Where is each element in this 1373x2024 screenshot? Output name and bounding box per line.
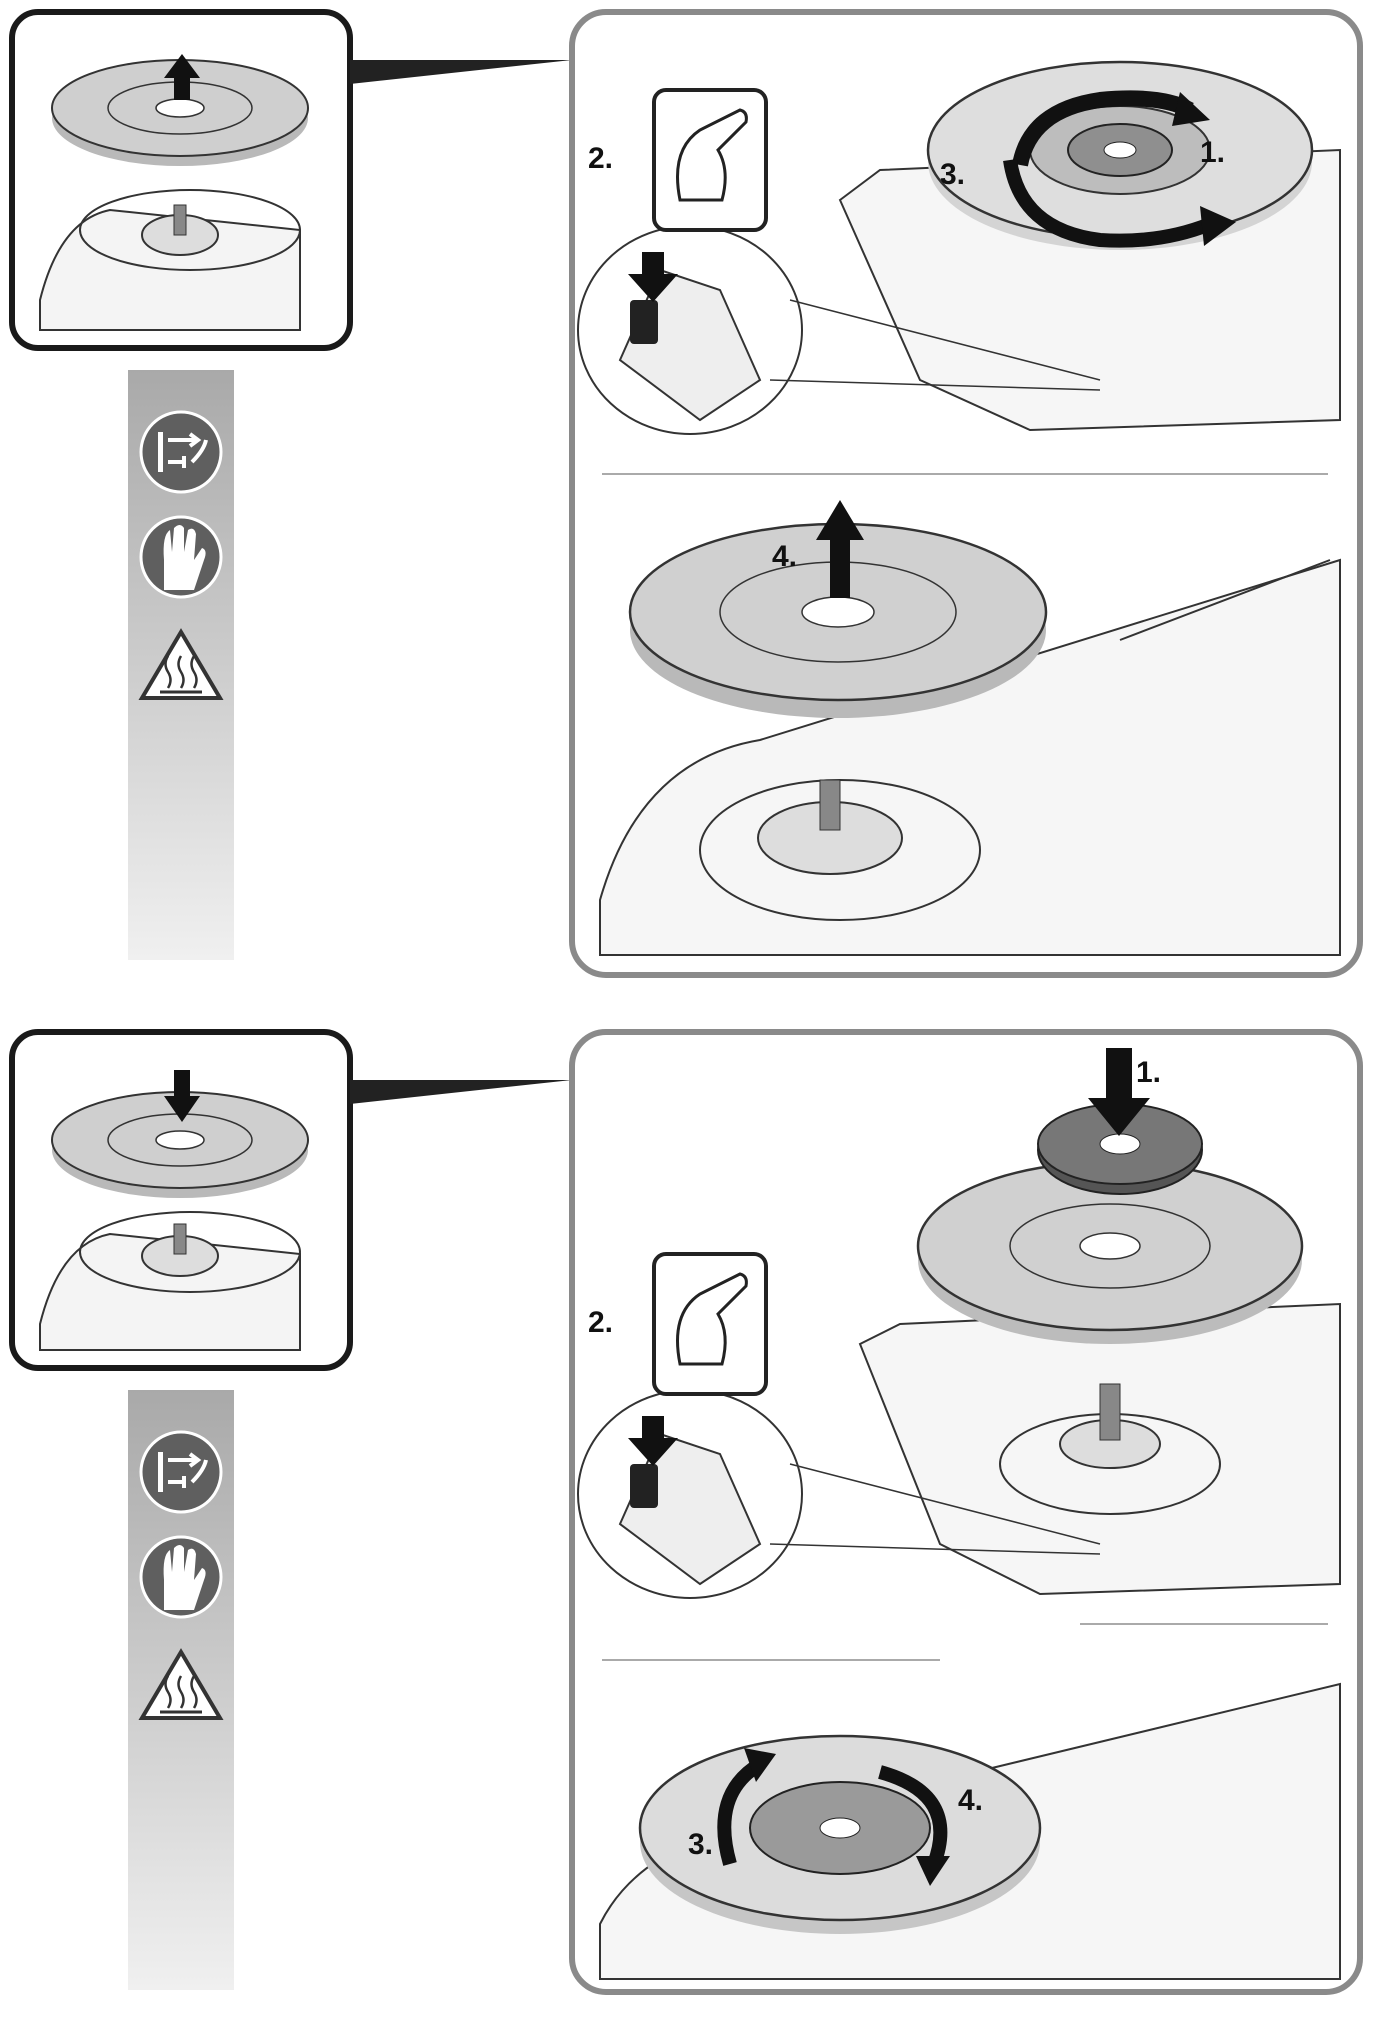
detail-panel: 1. 2. 3. 4.	[569, 1029, 1363, 1995]
down-arrow-icon	[164, 1070, 200, 1122]
overview-thumbnail	[9, 1029, 353, 1371]
down-arrow-icon	[1088, 1048, 1150, 1136]
lift-arrow-icon	[816, 500, 864, 598]
down-arrow-icon	[628, 1416, 678, 1466]
step-3-label: 3.	[940, 158, 965, 191]
unplug-icon	[139, 1430, 223, 1514]
section-mount-disc: 1. 2. 3. 4.	[0, 1024, 1373, 2024]
down-arrow-icon	[628, 252, 678, 302]
step-4-label: 4.	[958, 1784, 983, 1817]
unplug-icon	[139, 410, 223, 494]
step-2-label: 2.	[588, 142, 613, 175]
rotate-arrow-icon	[1003, 158, 1213, 248]
gloves-icon	[139, 1535, 223, 1619]
gloves-icon	[139, 515, 223, 599]
up-arrow-icon	[164, 54, 200, 100]
counterclockwise-arrow-icon	[1012, 90, 1194, 167]
detail-panel: 1. 3. 2. 4.	[569, 9, 1363, 978]
step-1-label: 1.	[1136, 1056, 1161, 1089]
mount-disc-diagram: 1. 2. 3. 4.	[9, 1029, 1363, 1995]
overview-thumbnail	[9, 9, 353, 351]
rotate-right-arrow-icon	[878, 1765, 948, 1867]
safety-icon-strip	[128, 1390, 234, 1990]
step-1-label: 1.	[1200, 136, 1225, 169]
remove-disc-diagram: 1. 3. 2. 4.	[9, 9, 1363, 978]
hot-surface-warning-icon	[138, 1648, 224, 1720]
section-remove-disc: 1. 3. 2. 4.	[0, 0, 1373, 1000]
step-2-label: 2.	[588, 1306, 613, 1339]
step-3-label: 3.	[688, 1828, 713, 1861]
callout-pointer	[350, 60, 572, 84]
safety-icon-strip	[128, 370, 234, 960]
rotate-left-arrow-icon	[717, 1757, 764, 1866]
hot-surface-warning-icon	[138, 628, 224, 700]
callout-pointer	[350, 1080, 572, 1104]
step-4-label: 4.	[772, 540, 797, 573]
